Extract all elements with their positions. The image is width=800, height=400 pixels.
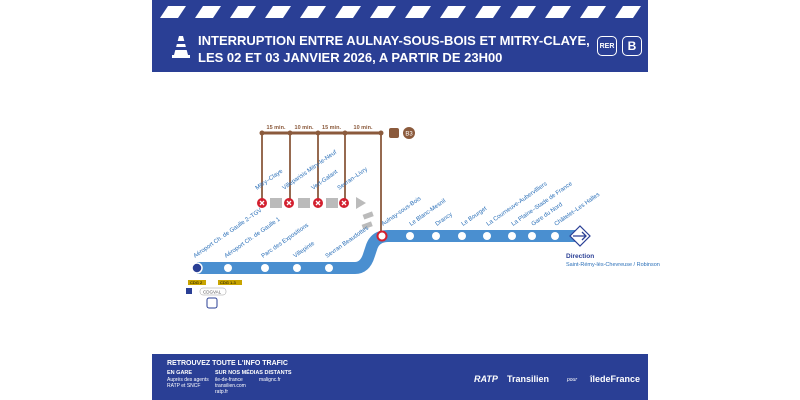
bus-icon — [389, 128, 399, 138]
station[interactable] — [261, 264, 269, 272]
hazard-stripes — [160, 6, 641, 18]
closed-track — [298, 198, 310, 208]
station[interactable] — [508, 232, 516, 240]
stripe — [475, 6, 501, 18]
station[interactable] — [551, 232, 559, 240]
station[interactable] — [325, 264, 333, 272]
bus-interval: 10 min. — [295, 125, 314, 131]
cdg-connections: CDG 2 CDG 1-3 CDGVAL — [186, 280, 242, 309]
station[interactable] — [458, 232, 466, 240]
stripe — [440, 6, 466, 18]
alert-header: INTERRUPTION ENTRE AULNAY-SOUS-BOIS ET M… — [152, 0, 648, 72]
closed-station-label: Mitry–Claye — [255, 168, 285, 191]
bus-stop — [287, 130, 293, 136]
closed-station-label: Vert-Galant — [311, 169, 340, 192]
bus-interval: 15 min. — [267, 125, 286, 131]
idfm-logo: îledeFrance — [590, 374, 641, 384]
ratp-logo: RATP — [474, 374, 498, 384]
stripe — [300, 6, 326, 18]
medias-links[interactable]: ile-de-france transilien.com ratp.fr — [215, 377, 246, 395]
cdg2-tag: CDG 2 — [190, 280, 203, 285]
closed-track — [362, 211, 374, 220]
stripe — [230, 6, 256, 18]
stripe — [195, 6, 221, 18]
stripe — [160, 6, 186, 18]
direction-dest: Saint-Rémy-lès-Chevreuse / Robinson — [566, 262, 660, 268]
station-label: Le Bourget — [461, 206, 489, 228]
closed-track — [361, 221, 373, 230]
station[interactable] — [293, 264, 301, 272]
footer-title: RETROUVEZ TOUTE L'INFO TRAFIC — [167, 360, 288, 367]
plane-icon — [186, 288, 192, 294]
closed-x-icon — [286, 200, 292, 206]
title-line-2: LES 02 ET 03 JANVIER 2026, A PARTIR DE 2… — [198, 50, 503, 65]
bus-stop — [378, 130, 384, 136]
title-line-1: INTERRUPTION ENTRE AULNAY-SOUS-BOIS ET M… — [198, 33, 590, 48]
stripe — [405, 6, 431, 18]
station[interactable] — [432, 232, 440, 240]
station[interactable] — [191, 262, 203, 274]
bus-stop — [259, 130, 265, 136]
station[interactable] — [224, 264, 232, 272]
stripe — [510, 6, 536, 18]
bus-line-label: B3 — [405, 132, 413, 138]
cdgval-label: CDGVAL — [203, 290, 222, 295]
cdg13-tag: CDG 1-3 — [220, 280, 237, 285]
closed-x-icon — [259, 200, 265, 206]
closed-x-icon — [341, 200, 347, 206]
station-label: Châtelet–Les Halles — [554, 192, 601, 228]
station[interactable] — [528, 232, 536, 240]
rer-badge: RER — [597, 36, 617, 56]
stripe — [335, 6, 361, 18]
alert-title: INTERRUPTION ENTRE AULNAY-SOUS-BOIS ET M… — [198, 32, 590, 66]
line-b-badge: B — [622, 36, 642, 56]
direction-label: Direction — [566, 253, 594, 260]
station-aulnay[interactable] — [376, 230, 388, 242]
closed-track — [326, 198, 338, 208]
transilien-logo: Transilien — [507, 374, 550, 384]
pour-text: pour — [567, 377, 578, 383]
station-label: Villepinte — [293, 240, 317, 259]
bus-stop — [315, 130, 321, 136]
en-gare-text: Auprès des agents RATP et SNCF — [167, 377, 209, 389]
footer: RETROUVEZ TOUTE L'INFO TRAFIC EN GARE Au… — [152, 354, 648, 400]
bus-interval: 10 min. — [354, 125, 373, 131]
station[interactable] — [406, 232, 414, 240]
bus-stop — [342, 130, 348, 136]
stripe — [265, 6, 291, 18]
closed-station-label: Sevran–Livry — [337, 167, 369, 192]
station[interactable] — [483, 232, 491, 240]
traffic-cone-icon — [172, 36, 190, 58]
bus-replacement: 15 min. 10 min. 15 min. 10 min. B3 — [259, 125, 415, 232]
stripe — [545, 6, 571, 18]
stripe — [370, 6, 396, 18]
stripe — [615, 6, 641, 18]
station-label: Drancy — [435, 212, 454, 228]
direction-arrow-icon — [569, 225, 591, 247]
train-icon — [206, 297, 218, 309]
rer-line — [197, 230, 578, 274]
medias-heading: SUR NOS MÉDIAS DISTANTS — [215, 370, 292, 376]
closed-x-icon — [315, 200, 321, 206]
en-gare-heading: EN GARE — [167, 370, 193, 376]
closed-track — [270, 198, 282, 208]
stripe — [580, 6, 606, 18]
bus-interval: 15 min. — [322, 125, 341, 131]
malignc-link[interactable]: malignc.fr — [259, 377, 281, 383]
closed-track-arrow — [356, 197, 366, 209]
bus-line-badge — [403, 127, 415, 139]
